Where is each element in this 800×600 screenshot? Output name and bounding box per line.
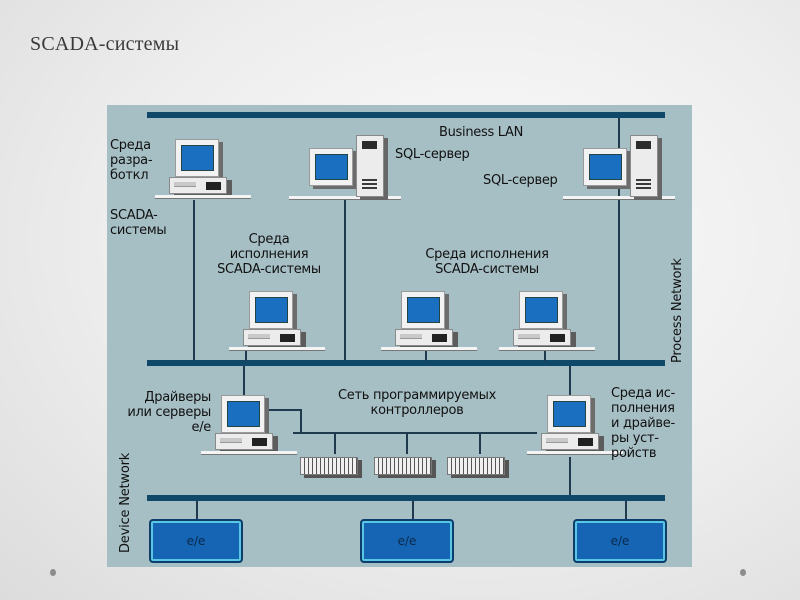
monitor-screen-icon bbox=[315, 154, 348, 180]
io-module-label: е/е bbox=[610, 534, 630, 548]
monitor-screen-icon bbox=[525, 297, 558, 323]
slide-bullet-right bbox=[740, 569, 746, 576]
business-lan-bus bbox=[147, 112, 665, 118]
io-module-1: е/е bbox=[149, 519, 243, 563]
plc-link-left-v bbox=[300, 409, 302, 433]
link-runtime2 bbox=[425, 351, 427, 361]
monitor-screen-icon bbox=[407, 297, 440, 323]
runtime-workstation-2 bbox=[381, 291, 477, 353]
link-runtime3 bbox=[544, 351, 546, 361]
label-process-network: Process Network bbox=[670, 258, 685, 363]
device-runtime-workstation bbox=[527, 395, 623, 457]
monitor-screen-icon bbox=[181, 145, 214, 171]
plc-link-1 bbox=[334, 432, 336, 454]
label-business-lan: Business LAN bbox=[439, 125, 524, 140]
sql-server-1-monitor bbox=[289, 148, 401, 210]
link-driver-pc bbox=[243, 366, 245, 396]
io-module-label: е/е bbox=[397, 534, 417, 548]
monitor-screen-icon bbox=[227, 401, 260, 427]
scada-architecture-diagram: Среда разра- боткл SCADA- системы Busine… bbox=[107, 105, 692, 567]
link-device-pc bbox=[569, 366, 571, 396]
plc-link-3 bbox=[479, 432, 481, 454]
label-dev-env: Среда разра- боткл bbox=[110, 138, 153, 183]
link-io3 bbox=[625, 501, 627, 519]
plc-controller-1 bbox=[300, 457, 358, 475]
plc-link-right bbox=[527, 432, 537, 434]
label-io-drivers: Драйверы или серверы е/е bbox=[127, 390, 211, 435]
label-device-network: Device Network bbox=[118, 452, 133, 553]
link-io1 bbox=[196, 501, 198, 519]
io-module-3: е/е bbox=[573, 519, 667, 563]
monitor-screen-icon bbox=[255, 297, 288, 323]
runtime-workstation-1 bbox=[229, 291, 325, 353]
sql-server-2-monitor bbox=[563, 148, 675, 210]
link-dev-pc bbox=[193, 200, 195, 360]
monitor-screen-icon bbox=[553, 401, 586, 427]
driver-workstation bbox=[201, 395, 297, 457]
device-network-bus bbox=[147, 495, 665, 501]
dev-workstation bbox=[155, 139, 251, 201]
sql-server-2-tower bbox=[630, 135, 658, 197]
plc-link-2 bbox=[406, 432, 408, 454]
label-runtime-2: Среда исполнения SCADA-системы bbox=[425, 247, 549, 277]
link-device-pc-down bbox=[569, 457, 571, 495]
link-runtime1 bbox=[245, 351, 247, 361]
slide-title: SCADA-системы bbox=[30, 33, 180, 55]
process-network-bus bbox=[147, 360, 665, 366]
plc-network-bus bbox=[293, 432, 535, 434]
label-runtime-1: Среда исполнения SCADA-системы bbox=[217, 232, 321, 277]
label-device-runtime: Среда ис- полнения и драйве- ры уст- рой… bbox=[611, 386, 676, 461]
link-sql1 bbox=[344, 200, 346, 360]
link-io2 bbox=[412, 501, 414, 519]
monitor-screen-icon bbox=[589, 154, 622, 180]
runtime-workstation-3 bbox=[499, 291, 595, 353]
label-sql-server-1: SQL-сервер bbox=[395, 147, 470, 162]
label-sql-server-2: SQL-сервер bbox=[483, 173, 558, 188]
slide-bullet-left bbox=[50, 569, 56, 576]
link-sql2-process bbox=[618, 118, 620, 360]
plc-controller-3 bbox=[447, 457, 505, 475]
sql-server-1-tower bbox=[356, 135, 384, 197]
label-plc-network: Сеть программируемых контроллеров bbox=[338, 388, 496, 418]
io-module-2: е/е bbox=[360, 519, 454, 563]
label-dev-env-scada: SCADA- системы bbox=[110, 208, 167, 238]
plc-link-left bbox=[267, 409, 301, 411]
io-module-label: е/е bbox=[186, 534, 206, 548]
plc-controller-2 bbox=[374, 457, 432, 475]
